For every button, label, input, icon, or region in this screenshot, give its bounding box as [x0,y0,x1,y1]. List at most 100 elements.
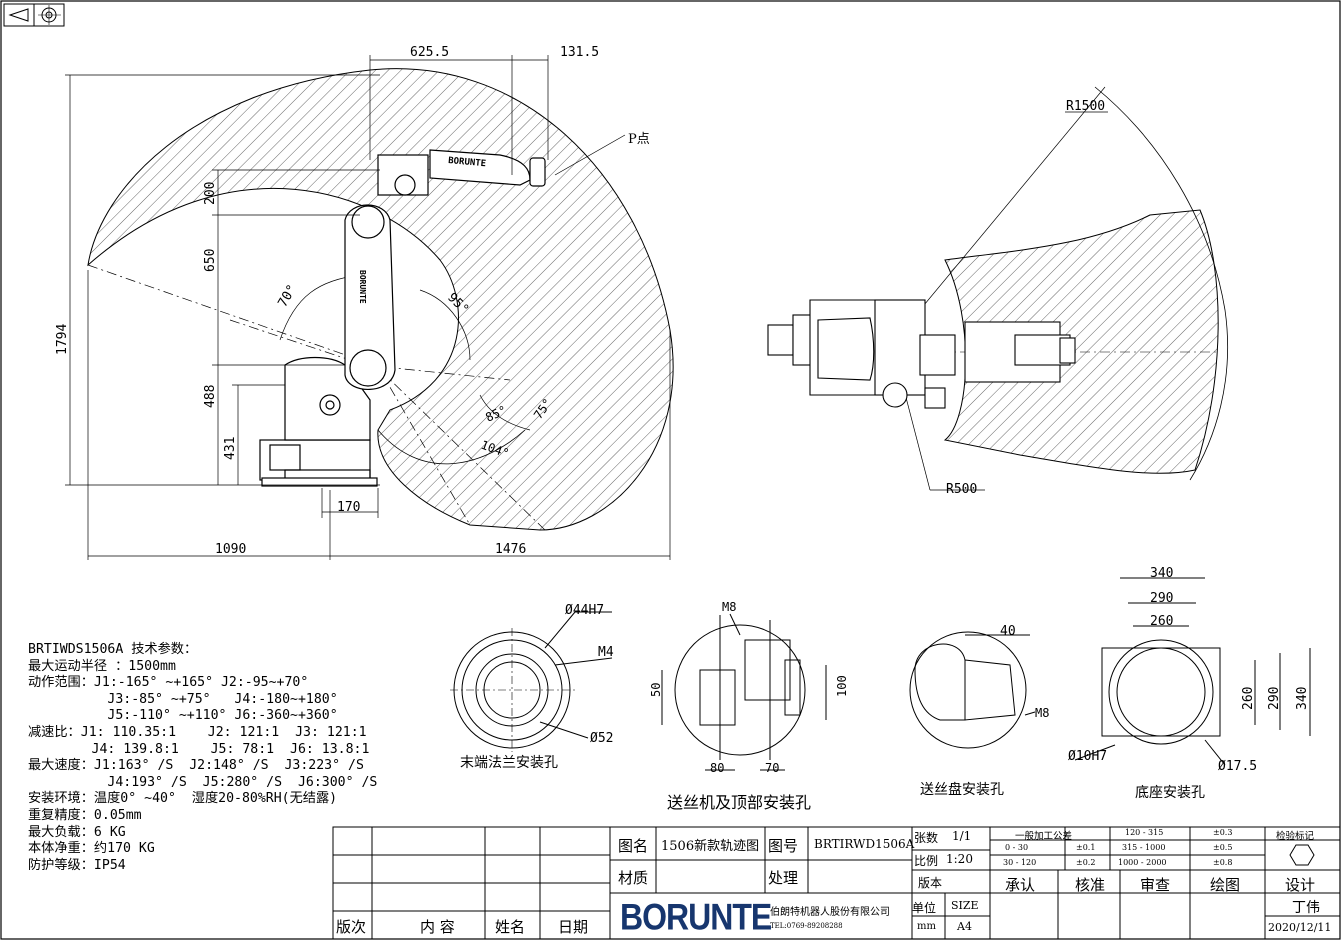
company-name: 伯朗特机器人股份有限公司 [770,907,890,918]
tol-cell: ±0.1 [1076,843,1096,852]
spec-row: 最大速度：J1:163° /S J2:148° /S J3:223° /S [28,758,364,774]
drawing-name: 1506新款轨迹图 [661,839,760,854]
design-label: 设计 [1285,876,1316,894]
dim-200: 200 [203,182,218,205]
drawing-name-label: 图名 [618,837,649,855]
detail-spool-drawing [909,631,1036,749]
dim-r1500: R1500 [1066,99,1105,114]
header-version: 版次 [336,918,367,936]
feeder-d80: 80 [710,761,724,775]
dim-650: 650 [203,249,218,272]
spec-title: BRTIWDS1506A 技术参数： [28,642,198,657]
edition-label: 版本 [918,876,943,890]
feeder-d70: 70 [765,761,779,775]
spec-row: 减速比：J1: 110.35:1 J2: 121:1 J3: 121:1 [28,724,367,740]
inspection-mark: 检验标记 [1276,831,1315,842]
tol-cell: 315 - 1000 [1122,843,1166,852]
projection-symbol-icon [3,3,65,27]
detail-base-drawing [1074,577,1311,766]
dim-1794: 1794 [55,324,70,355]
vertical-brand-text: BORUNTE [358,270,367,304]
unit-value: mm [917,921,936,932]
tol-cell: 120 - 315 [1125,828,1164,837]
side-robot-drawing [259,149,546,487]
spec-row: 动作范围：J1:-165° ~+165° J2:-95~+70° [28,675,309,691]
side-work-envelope [87,68,674,531]
size-label: SIZE [951,899,979,912]
feeder-d50: 50 [649,683,663,697]
material-label: 材质 [618,869,649,887]
approve-label: 承认 [1005,876,1036,894]
sheets-label: 张数 [914,831,939,845]
title-block-grid [332,826,1341,940]
feeder-caption: 送丝机及顶部安装孔 [667,793,811,812]
tolerance-title: 一般加工公差 [1015,831,1073,842]
dim-488: 488 [203,385,218,408]
spec-row: J5:-110° ~+110° J6:-360~+360° [28,708,338,724]
tol-cell: 0 - 30 [1005,843,1029,852]
dim-431: 431 [223,437,238,460]
spec-list: BRTIWDS1506A 技术参数： 最大运动半径 ：1500mm 动作范围：J… [28,642,418,874]
base-d175: Ø17.5 [1218,759,1257,774]
flange-d44: Ø44H7 [565,603,604,618]
tol-cell: 30 - 120 [1003,858,1037,867]
spec-row: 最大运动半径 ：1500mm [28,658,176,674]
base-d10: Ø10H7 [1068,749,1107,764]
detail-feeder-drawing [661,613,827,771]
treatment-label: 处理 [768,869,799,887]
drawing-no: BRTIRWD1506A [814,837,915,851]
top-work-envelope [943,209,1219,474]
check-label: 核准 [1075,876,1106,894]
base-v290: 290 [1267,687,1282,710]
dim-625: 625.5 [410,45,449,60]
inspection-hexagon-icon [1289,844,1315,866]
spool-caption: 送丝盘安装孔 [920,781,1004,798]
dim-1476: 1476 [495,542,526,557]
base-d260: 260 [1150,614,1173,629]
draw-label: 绘图 [1210,876,1241,894]
base-v340: 340 [1295,687,1310,710]
dim-r500: R500 [946,482,977,497]
label-p-point: P点 [628,132,650,147]
feeder-m8: M8 [722,600,736,614]
tol-cell: ±0.3 [1213,828,1233,837]
tol-cell: ±0.2 [1076,858,1096,867]
spec-row: 最大负载：6 KG [28,824,126,840]
drawing-no-label: 图号 [768,837,799,855]
header-date: 日期 [558,918,589,936]
spec-row: 本体净重：约170 KG [28,841,155,857]
header-name: 姓名 [495,918,526,936]
dim-1090: 1090 [215,542,246,557]
company-tel: TEL:0769-89208288 [770,922,843,930]
spec-row: J4: 139.8:1 J5: 78:1 J6: 13.8:1 [28,741,370,757]
dim-170: 170 [337,500,360,515]
arm-brand-text: BORUNTE [448,156,487,169]
side-dimension-lines [65,55,671,560]
spec-row: 安装环境：温度0° ~40° 湿度20-80%RH(无结露) [28,791,338,807]
base-v260: 260 [1241,687,1256,710]
spool-m8: M8 [1035,706,1049,720]
spec-row: J4:193° /S J5:280° /S J6:300° /S [28,774,378,790]
company-logo: BORUNTE [620,896,772,938]
designer-name: 丁伟 [1292,900,1320,916]
base-d340: 340 [1150,566,1173,581]
header-content: 内 容 [420,918,455,936]
tol-cell: 1000 - 2000 [1118,858,1167,867]
sheets-value: 1/1 [952,829,972,843]
spec-row: 防护等级：IP54 [28,857,126,873]
flange-d52: Ø52 [590,731,613,746]
base-caption: 底座安装孔 [1135,785,1205,801]
tol-cell: ±0.5 [1213,843,1233,852]
tol-cell: ±0.8 [1213,858,1233,867]
dim-131: 131.5 [560,45,599,60]
feeder-d100: 100 [835,675,849,697]
top-robot-drawing [767,299,1076,409]
design-date: 2020/12/11 [1268,921,1332,934]
spec-row: 重复精度：0.05mm [28,807,142,823]
flange-m4: M4 [598,645,614,660]
unit-label: 单位 [912,901,937,915]
angle-70: 70° [275,282,300,310]
spool-d40: 40 [1000,624,1016,639]
